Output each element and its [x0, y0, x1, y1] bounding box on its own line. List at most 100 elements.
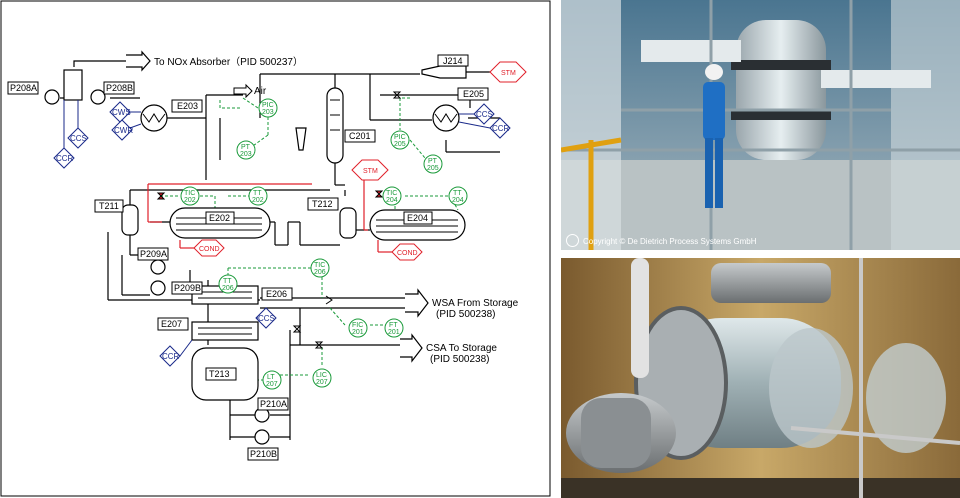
valves — [156, 91, 402, 349]
tag-e207: E207 — [161, 319, 182, 329]
tag-p210a: P210A — [260, 399, 287, 409]
tag-e203: E203 — [177, 101, 198, 111]
cooling-lines — [63, 100, 491, 357]
inst-tic206-num: 206 — [314, 269, 326, 276]
inst-tt202-num: 202 — [252, 197, 264, 204]
ccs-p208: CCS — [70, 134, 87, 143]
diagram-frame — [0, 0, 551, 497]
valve — [392, 91, 402, 99]
tag-p208a: P208A — [10, 83, 37, 93]
cond-e204: COND — [397, 250, 418, 257]
pid-diagram: P208A P208B E203 E205 J214 C201 T211 E20… — [0, 0, 551, 497]
inst-ft201-num: 201 — [388, 329, 400, 336]
exchanger-e205 — [432, 104, 460, 132]
ccr-e207: CCR — [162, 352, 180, 361]
pump-p208b — [90, 89, 106, 105]
inst-pt205-tag: PT — [428, 158, 438, 165]
valve — [314, 341, 324, 349]
inst-pic205-tag: PIC — [394, 134, 406, 141]
valve — [292, 325, 302, 333]
exchanger-e207 — [191, 321, 259, 341]
valve — [374, 190, 384, 198]
pump-p210b — [254, 429, 270, 445]
tag-p209a: P209A — [140, 249, 167, 259]
photo-operator-illustration — [561, 0, 960, 250]
label-nox-absorber: To NOx Absorber（PID 500237） — [154, 56, 303, 68]
photo-exchanger-illustration — [561, 258, 960, 498]
inst-pt203-tag: PT — [241, 144, 251, 151]
filter-vessel — [63, 69, 83, 101]
valve — [325, 295, 333, 305]
pump-p209a — [150, 259, 166, 275]
inst-lic207-num: 207 — [316, 379, 328, 386]
steam-symbols: STM STM COND COND — [193, 61, 527, 261]
tag-e202: E202 — [209, 213, 230, 223]
inst-pt205-num: 205 — [427, 165, 439, 172]
valve — [156, 192, 166, 200]
inst-tic202-tag: TIC — [184, 190, 195, 197]
tank-t211 — [121, 204, 139, 236]
tag-e206: E206 — [266, 289, 287, 299]
inst-tt206-tag: TT — [223, 278, 232, 285]
inst-pic203-num: 203 — [262, 109, 274, 116]
inst-tic204-num: 204 — [386, 197, 398, 204]
inst-lt207-tag: LT — [267, 374, 275, 381]
equipment-tags: P208A P208B E203 E205 J214 C201 T211 E20… — [7, 54, 489, 461]
inst-tt204-num: 204 — [452, 197, 464, 204]
steam-lines — [147, 71, 500, 253]
label-wsa: WSA From Storage — [432, 298, 519, 309]
ccs-e207: CCS — [258, 314, 275, 323]
column-c201 — [326, 87, 344, 164]
rotameter — [295, 127, 307, 151]
tag-e204: E204 — [407, 213, 428, 223]
inst-pic205-num: 205 — [394, 141, 406, 148]
exchanger-e203 — [140, 104, 168, 132]
instrument-bubbles: PIC 203 PT 203 PIC 205 PT 205 TIC 202 TT… — [180, 98, 468, 390]
inst-tt202-tag: TT — [253, 190, 262, 197]
inst-tt204-tag: TT — [453, 190, 462, 197]
tag-p210b: P210B — [250, 449, 277, 459]
process-lines — [60, 50, 500, 440]
pump-p208a — [44, 89, 60, 105]
arrow-air — [233, 83, 253, 99]
tag-p209b: P209B — [174, 283, 201, 293]
inst-tic204-tag: TIC — [386, 190, 397, 197]
plant-photo-operator: Copyright © De Dietrich Process Systems … — [561, 0, 960, 250]
photo-copyright: Copyright © De Dietrich Process Systems … — [583, 237, 757, 246]
tag-e205: E205 — [463, 89, 484, 99]
inst-fic201-tag: FIC — [352, 322, 363, 329]
tag-t211: T211 — [99, 201, 119, 211]
tag-t212: T212 — [312, 199, 333, 209]
pump-p209b — [150, 280, 166, 296]
label-wsa-pid: (PID 500238) — [436, 309, 495, 320]
tank-t212 — [339, 207, 357, 239]
cws-e203: CWS — [112, 108, 131, 117]
inst-pic203-tag: PIC — [262, 102, 274, 109]
label-air: Air — [254, 86, 267, 97]
line-labels: To NOx Absorber（PID 500237） Air WSA From… — [154, 56, 519, 365]
tag-j214: J214 — [443, 56, 463, 66]
tag-c201: C201 — [349, 131, 371, 141]
ccr-p208: CCR — [56, 154, 74, 163]
cwr-e203: CWR — [114, 126, 133, 135]
ccr-e205: CCR — [492, 124, 510, 133]
tag-t213: T213 — [209, 369, 230, 379]
inst-tt206-num: 206 — [222, 285, 234, 292]
inst-ft201-tag: FT — [389, 322, 398, 329]
stm-j214: STM — [501, 70, 516, 77]
inst-fic201-num: 201 — [352, 329, 364, 336]
label-csa: CSA To Storage — [426, 343, 497, 354]
inst-tic202-num: 202 — [184, 197, 196, 204]
cond-e202: COND — [199, 246, 220, 253]
cooling-symbols: CWS CWR CCS CCR CCS CCR CCS CCR — [53, 101, 511, 367]
label-csa-pid: (PID 500238) — [430, 354, 489, 365]
inst-tic206-tag: TIC — [314, 262, 325, 269]
inst-pt203-num: 203 — [240, 151, 252, 158]
copyright-icon — [566, 234, 579, 247]
inst-lt207-num: 207 — [266, 381, 278, 388]
plant-photo-exchanger — [561, 258, 960, 498]
inst-lic207-tag: LIC — [316, 372, 327, 379]
tag-p208b: P208B — [106, 83, 133, 93]
stm-e204: STM — [363, 168, 378, 175]
ccs-e205: CCS — [476, 110, 493, 119]
